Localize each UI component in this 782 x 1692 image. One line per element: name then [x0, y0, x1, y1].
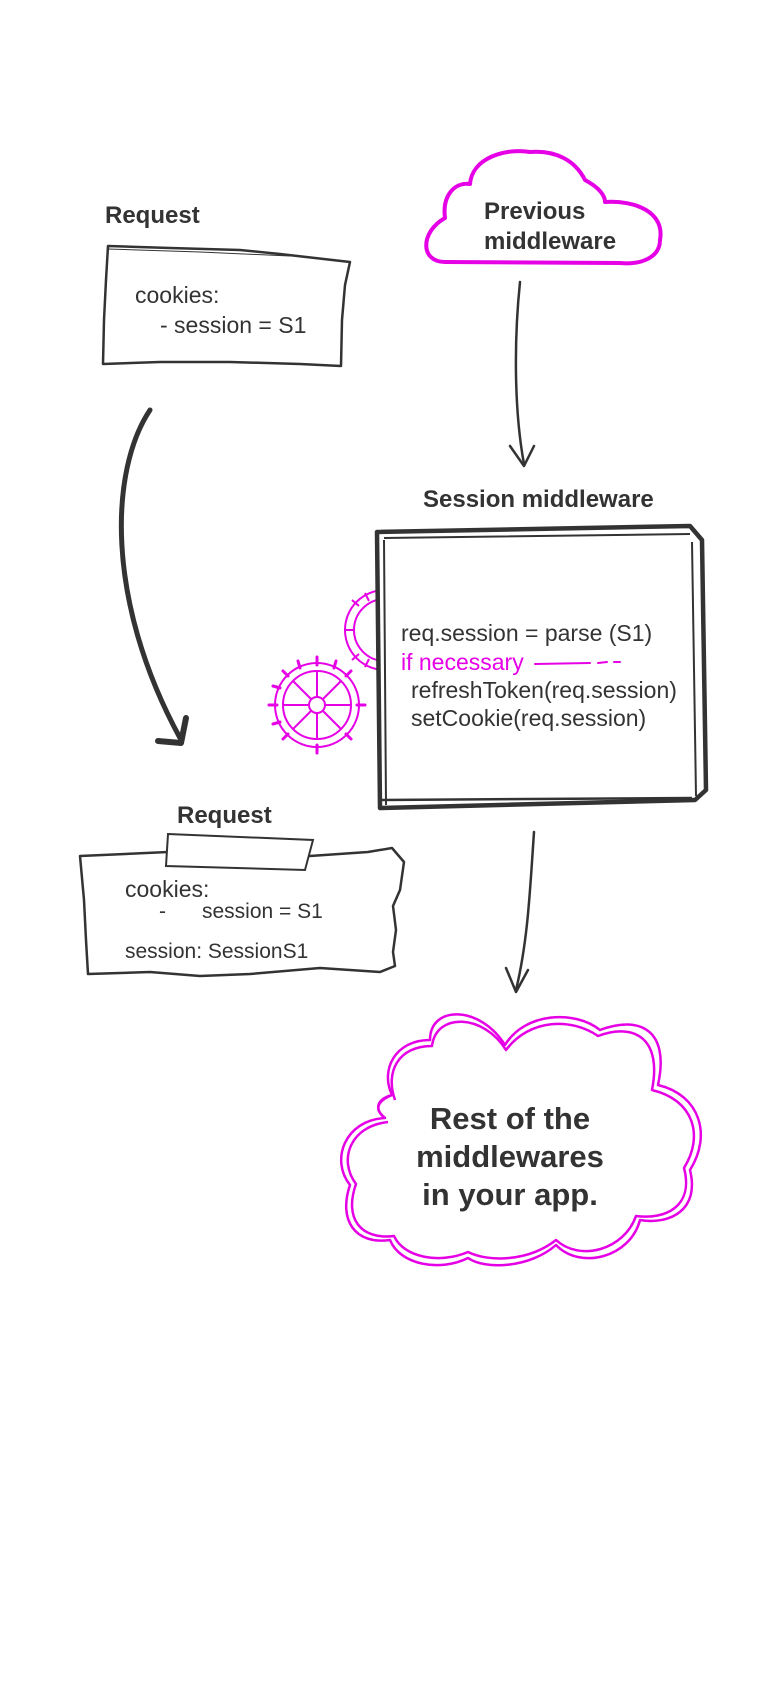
- rest-line-3: in your app.: [422, 1177, 598, 1212]
- previous-line-2: middleware: [484, 228, 617, 255]
- middleware-line-parse: req.session = parse (S1): [401, 620, 653, 646]
- request-out-cookies-label: cookies:: [125, 876, 210, 902]
- request-out-cookie-line: session = S1: [202, 900, 323, 923]
- request-box-top: [101, 244, 352, 368]
- rest-cloud: [339, 1013, 703, 1267]
- previous-middleware-cloud: [424, 149, 663, 266]
- middleware-line-refresh: refreshToken(req.session): [411, 677, 677, 703]
- middleware-line-if-necessary: if necessary: [401, 649, 524, 675]
- tape-strip: [164, 832, 315, 872]
- request-out-session: session: SessionS1: [125, 940, 309, 963]
- request-cookies-label: cookies:: [135, 282, 220, 308]
- rest-text: Rest of the middlewares in your app.: [410, 1100, 610, 1214]
- request-cookie-line: - session = S1: [160, 312, 307, 338]
- arrow-request-to-request: [118, 407, 183, 741]
- session-middleware-box: [374, 523, 709, 811]
- request-out-bullet: -: [159, 900, 166, 923]
- arrow-previous-to-middleware: [514, 280, 526, 466]
- rest-line-1: Rest of the: [429, 1101, 591, 1136]
- request-box-bottom: [78, 846, 406, 978]
- request-label-top: Request: [105, 202, 200, 229]
- rest-line-2: middlewares: [416, 1139, 604, 1174]
- request-label-bottom: Request: [177, 802, 272, 829]
- session-middleware-label: Session middleware: [423, 486, 654, 513]
- arrow-middleware-to-rest: [514, 830, 536, 992]
- previous-line-1: Previous: [484, 198, 586, 225]
- middleware-line-setcookie: setCookie(req.session): [411, 705, 647, 731]
